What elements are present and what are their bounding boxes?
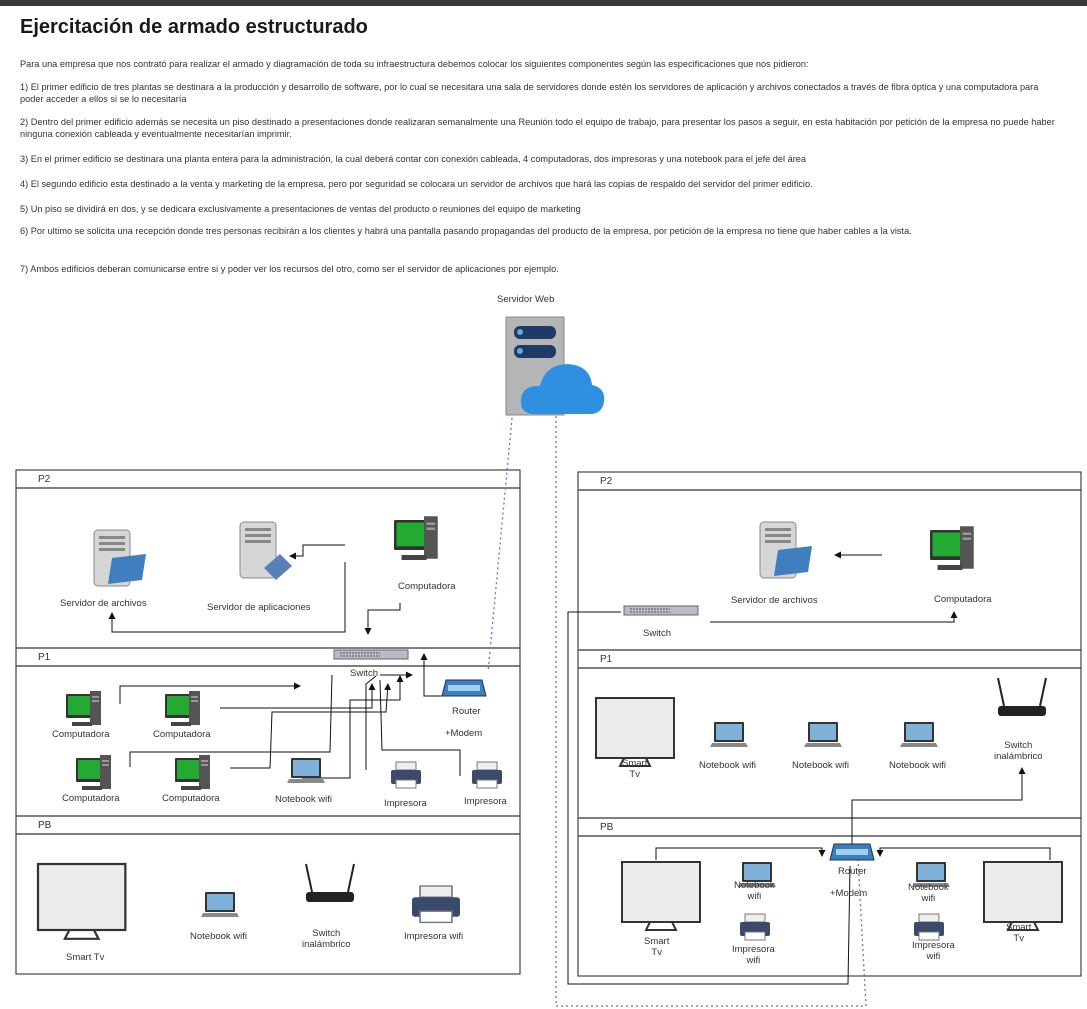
b1-floor-pb: PB bbox=[38, 820, 52, 831]
b2-smart-tv2-label: Smart Tv bbox=[1006, 922, 1032, 944]
b1-file-server-label: Servidor de archivos bbox=[60, 598, 147, 609]
b1-notebook-label: Notebook wifi bbox=[275, 794, 333, 805]
intro-text: Para una empresa que nos contrató para r… bbox=[20, 59, 809, 69]
smart-tv-icon bbox=[983, 861, 1063, 931]
b2-printer2-label: Impresora wifi bbox=[912, 940, 955, 962]
b2-switch-label: Switch bbox=[643, 628, 671, 639]
computer-icon bbox=[394, 516, 438, 560]
b1-router-label: Router bbox=[452, 706, 481, 717]
b1-app-server-label: Servidor de aplicaciones bbox=[207, 602, 311, 613]
printer-icon bbox=[739, 913, 771, 941]
b1-notebook-wifi-label: Notebook wifi bbox=[190, 931, 248, 942]
b1-printer2-label: Impresora bbox=[464, 796, 507, 807]
b1-printer-wifi-label: Impresora wifi bbox=[404, 931, 464, 942]
paragraph-4: 4) El segundo edificio esta destinado a … bbox=[20, 179, 813, 189]
wireless-switch-icon bbox=[305, 863, 355, 903]
b2-notebook3-label: Notebook wifi bbox=[889, 760, 947, 771]
b1-router-modem-label: +Modem bbox=[445, 728, 483, 739]
top-bar bbox=[0, 0, 1087, 6]
building-1-frame bbox=[15, 469, 521, 975]
computer-icon bbox=[76, 755, 111, 790]
paragraph-2: 2) Dentro del primer edificio además se … bbox=[20, 117, 1055, 139]
building-2-cables bbox=[567, 551, 1051, 985]
b2-router-label: Router bbox=[838, 866, 867, 877]
laptop-icon bbox=[201, 892, 239, 917]
b2-notebook2-label: Notebook wifi bbox=[908, 882, 949, 904]
web-server-label: Servidor Web bbox=[497, 294, 555, 305]
page-title: Ejercitación de armado estructurado bbox=[20, 16, 368, 38]
b2-floor-pb: PB bbox=[600, 822, 614, 833]
b1-floor-p1: P1 bbox=[38, 652, 51, 663]
web-server-icon bbox=[505, 316, 605, 416]
b2-notebook1-label: Notebook wifi bbox=[734, 880, 775, 902]
b2-smart-tv1-label: Smart Tv bbox=[644, 936, 670, 958]
b2-router-modem-label: +Modem bbox=[830, 888, 868, 899]
b2-computer-label: Computadora bbox=[934, 594, 992, 605]
app-server-icon bbox=[239, 521, 292, 580]
computer-icon bbox=[165, 691, 200, 726]
laptop-icon bbox=[287, 758, 325, 783]
b1-pc4-label: Computadora bbox=[162, 793, 220, 804]
file-server-icon bbox=[759, 521, 812, 579]
b1-wireless-switch-label: Switch inalámbrico bbox=[302, 928, 351, 950]
smart-tv-icon bbox=[595, 697, 675, 767]
b2-file-server-label: Servidor de archivos bbox=[731, 595, 818, 606]
building-1-cables bbox=[108, 544, 461, 779]
b1-smart-tv-label: Smart Tv bbox=[66, 952, 105, 963]
router-icon bbox=[829, 843, 875, 861]
paragraph-1: 1) El primer edificio de tres plantas se… bbox=[20, 82, 1039, 104]
switch-icon bbox=[333, 649, 409, 660]
dotted-links bbox=[487, 416, 867, 1007]
b2-notebook1-label: Notebook wifi bbox=[699, 760, 757, 771]
laptop-icon bbox=[710, 722, 748, 747]
b1-switch-label: Switch bbox=[350, 668, 378, 679]
computer-icon bbox=[175, 755, 210, 790]
b2-notebook2-label: Notebook wifi bbox=[792, 760, 850, 771]
b2-printer1-label: Impresora wifi bbox=[732, 944, 775, 966]
paragraph-3: 3) En el primer edificio se destinara un… bbox=[20, 154, 807, 164]
laptop-icon bbox=[900, 722, 938, 747]
b2-wireless-switch-label: Switch inalámbrico bbox=[994, 740, 1043, 762]
printer-icon bbox=[913, 913, 945, 941]
smart-tv-icon bbox=[621, 861, 701, 931]
b1-pc3-label: Computadora bbox=[62, 793, 120, 804]
wireless-switch-icon bbox=[997, 677, 1047, 717]
b2-floor-p1: P1 bbox=[600, 654, 613, 665]
paragraph-5: 5) Un piso se dividirá en dos, y se dedi… bbox=[20, 204, 581, 214]
computer-icon bbox=[66, 691, 101, 726]
b1-floor-p2: P2 bbox=[38, 474, 51, 485]
smart-tv-icon bbox=[36, 862, 127, 940]
computer-icon bbox=[930, 526, 974, 570]
printer-icon bbox=[411, 885, 461, 924]
b2-floor-p2: P2 bbox=[600, 476, 613, 487]
printer-icon bbox=[471, 761, 503, 789]
laptop-icon bbox=[804, 722, 842, 747]
b2-p1-smart-tv-label: Smart Tv bbox=[622, 758, 648, 780]
b1-pc1-label: Computadora bbox=[52, 729, 110, 740]
b1-printer1-label: Impresora bbox=[384, 798, 427, 809]
paragraph-6: 6) Por ultimo se solicita una recepción … bbox=[20, 226, 912, 236]
switch-icon bbox=[623, 605, 699, 616]
file-server-icon bbox=[93, 529, 146, 587]
b1-computer-label: Computadora bbox=[398, 581, 456, 592]
paragraph-7: 7) Ambos edificios deberan comunicarse e… bbox=[20, 264, 559, 274]
building-2-frame bbox=[577, 471, 1082, 977]
b1-pc2-label: Computadora bbox=[153, 729, 211, 740]
printer-icon bbox=[390, 761, 422, 789]
router-icon bbox=[441, 679, 487, 697]
